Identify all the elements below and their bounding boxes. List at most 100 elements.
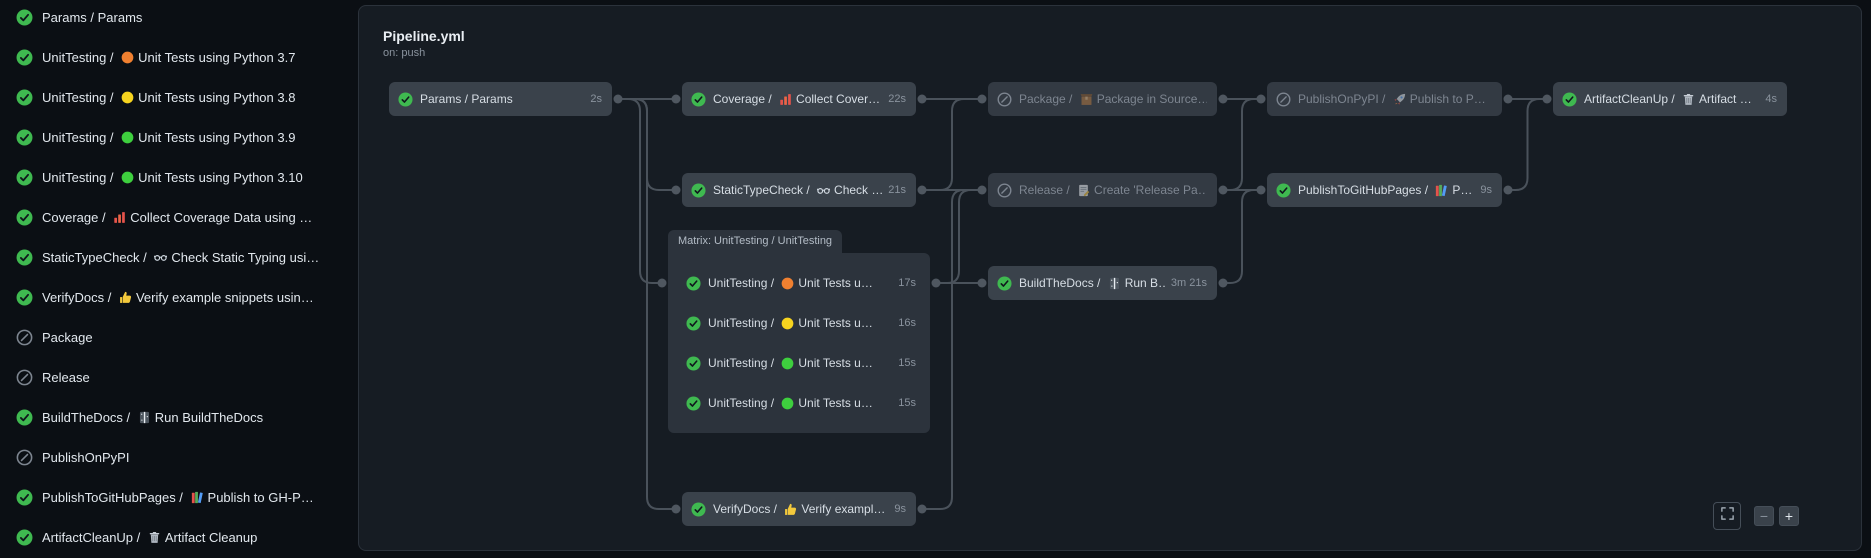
job-node-artifactcleanup[interactable]: ArtifactCleanUp / Artifact …4s	[1553, 82, 1787, 116]
label-text: StaticTypeCheck /	[42, 249, 151, 265]
label-text: Unit Tests using Python 3.7	[138, 49, 296, 65]
matrix-job-row[interactable]: UnitTesting / Unit Tests u…15s	[668, 383, 930, 423]
status-success-icon	[16, 249, 33, 266]
status-skipped-icon	[997, 183, 1012, 198]
notebook-icon	[138, 411, 151, 424]
job-label: UnitTesting / Unit Tests using Python 3.…	[42, 90, 295, 105]
zoom-controls: − +	[1713, 502, 1799, 530]
connection-dot	[977, 278, 987, 288]
label-text: Package /	[1019, 92, 1076, 106]
status-success-icon	[686, 275, 701, 291]
job-duration: 22s	[888, 93, 906, 105]
sidebar-job-item[interactable]: PublishOnPyPI	[16, 437, 350, 477]
label-text: Check …	[834, 183, 883, 197]
matrix-job-row[interactable]: UnitTesting / Unit Tests u…15s	[668, 343, 930, 383]
sidebar-job-item[interactable]: Params / Params	[16, 0, 350, 37]
job-duration: 9s	[1480, 184, 1492, 196]
label-text: Unit Tests u…	[798, 276, 873, 290]
status-skipped-icon	[16, 329, 33, 346]
label-text: ArtifactCleanUp /	[42, 529, 144, 545]
job-label: PublishToGitHubPages / Publish to GH-P…	[42, 490, 314, 505]
status-skipped-icon	[16, 449, 33, 466]
connection-dot	[977, 185, 987, 195]
matrix-job-row[interactable]: UnitTesting / Unit Tests u…16s	[668, 303, 930, 343]
job-node-release[interactable]: Release / Create 'Release Pa…	[988, 173, 1217, 207]
sidebar-job-item[interactable]: PublishToGitHubPages / Publish to GH-P…	[16, 477, 350, 517]
yellow-circle-icon	[121, 91, 134, 104]
sidebar-job-item[interactable]: StaticTypeCheck / Check Static Typing us…	[16, 237, 350, 277]
sidebar-job-item[interactable]: VerifyDocs / Verify example snippets usi…	[16, 277, 350, 317]
zoom-in-button[interactable]: +	[1779, 506, 1799, 526]
matrix-job-row[interactable]: UnitTesting / Unit Tests u… 17s	[668, 263, 930, 303]
job-node-params[interactable]: Params / Params 2s	[389, 82, 612, 116]
workflow-trigger: on: push	[383, 47, 426, 59]
thumbsup-icon	[784, 503, 797, 516]
connection-dot	[1503, 94, 1513, 104]
job-node-package[interactable]: Package / Package in Source…	[988, 82, 1217, 116]
label-text: BuildTheDocs /	[42, 409, 134, 425]
job-node-coverage[interactable]: Coverage / Collect Cover…22s	[682, 82, 916, 116]
job-node-publishonpypi[interactable]: PublishOnPyPI / Publish to P…	[1267, 82, 1502, 116]
job-label: VerifyDocs / Verify example snippets usi…	[42, 290, 314, 305]
job-duration: 17s	[898, 277, 916, 289]
sidebar-job-item[interactable]: ArtifactCleanUp / Artifact Cleanup	[16, 517, 350, 557]
memo-icon	[1077, 184, 1090, 197]
matrix-group-label: Matrix: UnitTesting / UnitTesting	[668, 230, 843, 253]
sidebar-job-item[interactable]: UnitTesting / Unit Tests using Python 3.…	[16, 117, 350, 157]
label-text: Check Static Typing usi…	[171, 249, 320, 265]
job-node-publishtogithubpages[interactable]: PublishToGitHubPages / P…9s	[1267, 173, 1502, 207]
connection-dot	[1503, 185, 1513, 195]
package-icon	[1080, 93, 1093, 106]
glasses-icon	[817, 184, 831, 197]
sidebar-job-item[interactable]: Package	[16, 317, 350, 357]
job-duration: 16s	[898, 317, 916, 329]
status-success-icon	[16, 89, 33, 106]
label-text: Package in Source…	[1096, 92, 1207, 106]
job-node-verifydocs[interactable]: VerifyDocs / Verify exampl…9s	[682, 492, 916, 526]
sidebar-job-item[interactable]: Release	[16, 357, 350, 397]
sidebar-job-item[interactable]: Coverage / Collect Coverage Data using …	[16, 197, 350, 237]
workflow-graph-panel: Pipeline.yml on: push Matrix: UnitTestin…	[358, 5, 1862, 551]
job-label: UnitTesting / Unit Tests u…	[708, 356, 873, 370]
job-label: Params / Params	[420, 92, 513, 106]
job-duration: 2s	[590, 93, 602, 105]
books-icon	[191, 491, 204, 504]
job-label: UnitTesting / Unit Tests u…	[708, 276, 873, 290]
job-label: Package	[42, 330, 93, 345]
label-text: P…	[1452, 183, 1473, 197]
label-text: Coverage /	[713, 92, 776, 106]
status-success-icon	[16, 529, 33, 546]
job-label: UnitTesting / Unit Tests using Python 3.…	[42, 50, 295, 65]
status-success-icon	[398, 91, 413, 107]
edge-params-to-verifydocs	[618, 98, 676, 510]
sidebar-job-item[interactable]: UnitTesting / Unit Tests using Python 3.…	[16, 157, 350, 197]
job-label: Release / Create 'Release Pa…	[1019, 183, 1207, 197]
fullscreen-icon	[1720, 506, 1735, 526]
job-duration: 21s	[888, 184, 906, 196]
job-label: UnitTesting / Unit Tests using Python 3.…	[42, 130, 295, 145]
label-text: Artifact Cleanup	[164, 529, 258, 545]
job-label: Coverage / Collect Coverage Data using …	[42, 210, 312, 225]
sidebar-job-item[interactable]: UnitTesting / Unit Tests using Python 3.…	[16, 37, 350, 77]
chart-icon	[113, 211, 126, 224]
chart-icon	[779, 93, 792, 106]
status-success-icon	[1276, 182, 1291, 198]
label-text: Coverage /	[42, 209, 110, 225]
job-label: StaticTypeCheck / Check Static Typing us…	[42, 250, 319, 265]
orange-circle-icon	[121, 51, 134, 64]
connection-dot	[671, 185, 681, 195]
job-node-buildthedocs[interactable]: BuildTheDocs / Run B…3m 21s	[988, 266, 1217, 300]
sidebar-job-item[interactable]: UnitTesting / Unit Tests using Python 3.…	[16, 77, 350, 117]
label-text: VerifyDocs /	[42, 289, 115, 305]
status-success-icon	[16, 409, 33, 426]
zoom-out-button[interactable]: −	[1754, 506, 1774, 526]
label-text: Verify example snippets usin…	[135, 289, 314, 305]
label-text: PublishOnPyPI /	[1298, 92, 1389, 106]
books-icon	[1435, 184, 1448, 197]
sidebar-job-item[interactable]: BuildTheDocs / Run BuildTheDocs	[16, 397, 350, 437]
fullscreen-button[interactable]	[1713, 502, 1741, 530]
job-label: BuildTheDocs / Run BuildTheDocs	[42, 410, 263, 425]
status-success-icon	[686, 355, 701, 371]
job-node-statictypecheck[interactable]: StaticTypeCheck / Check …21s	[682, 173, 916, 207]
